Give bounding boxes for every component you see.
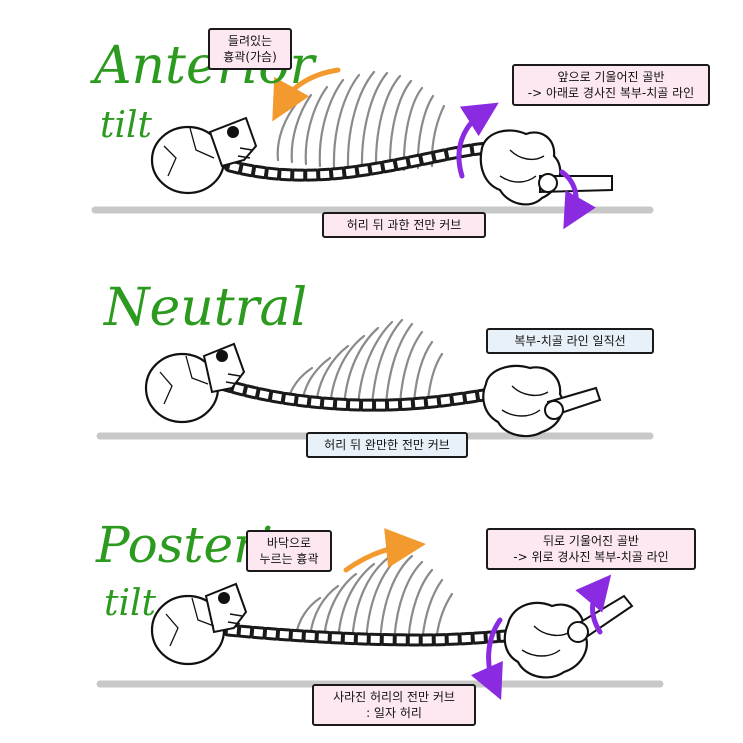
spine-label: 허리 뒤 완만한 전만 커브 [306,432,468,458]
panel-neutral [96,318,654,440]
label-line: 복부-치골 라인 일직선 [514,334,626,348]
femur [544,386,602,420]
pelvis [503,601,588,679]
skull [150,116,258,195]
rib-cage [286,318,444,410]
title-neutral: Neutral [104,278,308,338]
chest-label: 들려있는 흉곽(가슴) [208,28,292,70]
panel-anterior [91,67,654,230]
skull [144,342,246,424]
chest-lift-arrow [272,67,341,122]
label-line: -> 위로 경사진 복부-치골 라인 [513,550,669,564]
label-line: 흉곽(가슴) [223,50,277,64]
pelvis-rotation-arrow-down [470,617,503,700]
skull [150,582,248,666]
femur [567,594,634,643]
label-line: 사라진 허리의 전만 커브 [333,690,455,704]
chest-label: 바닥으로 누르는 흉곽 [246,530,332,572]
pelvis-rotation-arrow-up [456,102,499,179]
label-line: 허리 뒤 완만한 전만 커브 [324,438,450,452]
pelvis-rotation-arrow-up [575,574,612,635]
chest-press-arrow [343,528,426,573]
spine-label: 사라진 허리의 전만 커브 : 일자 허리 [312,684,476,726]
label-line: 바닥으로 [266,536,312,550]
pelvis-label: 앞으로 기울어진 골반 -> 아래로 경사진 복부-치골 라인 [512,64,710,106]
label-line: 뒤로 기울어진 골반 [543,534,639,548]
label-line: -> 아래로 경사진 복부-치골 라인 [527,86,695,100]
label-line: : 일자 허리 [366,706,422,720]
subtitle-tilt: tilt [104,583,156,624]
pelvis-label: 뒤로 기울어진 골반 -> 위로 경사진 복부-치골 라인 [486,528,696,570]
spine-label: 허리 뒤 과한 전만 커브 [322,212,486,238]
pelvis-rotation-arrow-down [559,169,596,230]
label-line: 누르는 흉곽 [259,552,319,566]
pelvis-label: 복부-치골 라인 일직선 [486,328,654,354]
label-line: 허리 뒤 과한 전만 커브 [346,218,462,232]
pelvis [479,129,562,206]
panel-posterior [96,528,664,700]
femur [538,173,613,194]
label-line: 앞으로 기울어진 골반 [557,70,665,84]
label-line: 들려있는 [227,34,273,48]
subtitle-tilt: tilt [100,105,152,146]
